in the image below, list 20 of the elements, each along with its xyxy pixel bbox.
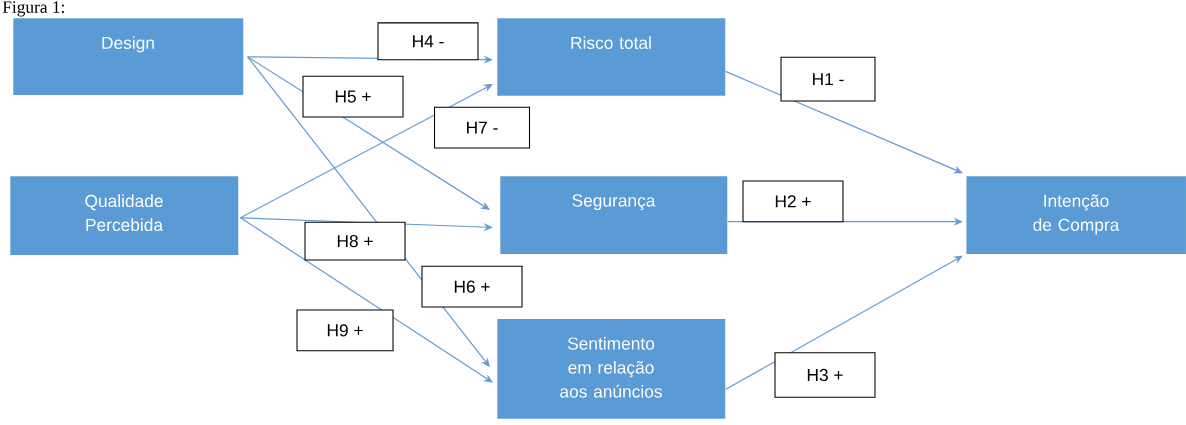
edge-label: H9 + bbox=[296, 309, 394, 352]
edge-label: H8 + bbox=[304, 221, 406, 261]
process-box: Design bbox=[13, 18, 244, 95]
arrow bbox=[239, 217, 493, 383]
edge-label: H1 - bbox=[780, 56, 876, 102]
edge-label: H3 + bbox=[774, 352, 876, 398]
arrow bbox=[239, 84, 493, 219]
process-box: Intenção de Compra bbox=[966, 176, 1186, 254]
edge-label: H5 + bbox=[302, 75, 404, 118]
edge-label: H2 + bbox=[742, 180, 844, 223]
arrow bbox=[724, 70, 963, 174]
process-box: Risco total bbox=[497, 18, 726, 96]
arrow bbox=[724, 255, 963, 391]
figure-title: Figura 1: bbox=[2, 1, 64, 17]
edge-label: H4 - bbox=[377, 22, 479, 61]
edge-label: H6 + bbox=[421, 265, 523, 308]
process-box: Qualidade Percebida bbox=[10, 176, 239, 255]
edge-label: H7 - bbox=[433, 106, 531, 149]
process-box: Segurança bbox=[500, 176, 728, 254]
process-box: Sentimento em relação aos anúncios bbox=[497, 318, 726, 419]
